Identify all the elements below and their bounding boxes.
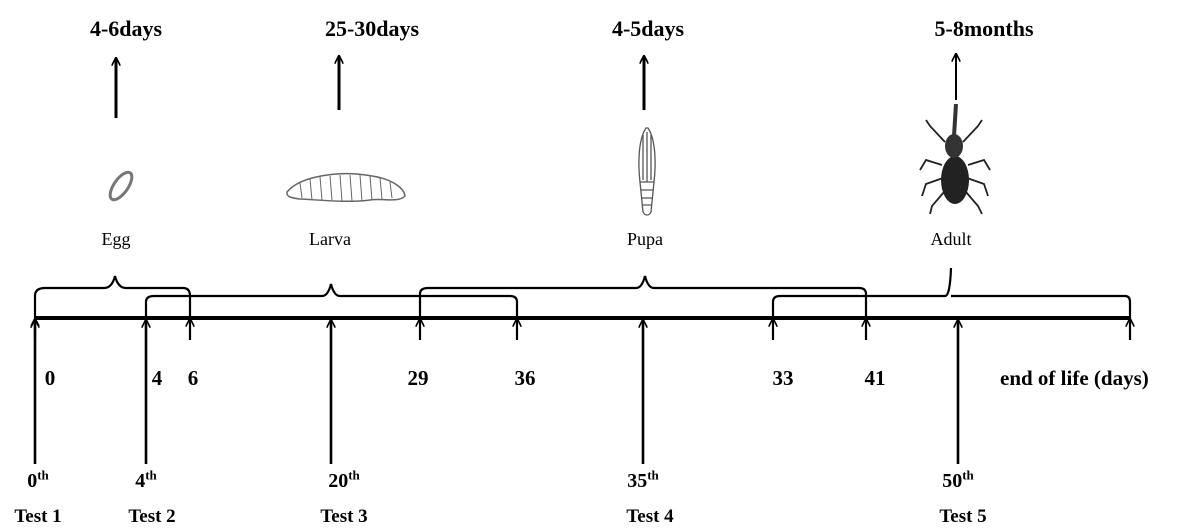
test-4-day: 35th	[627, 470, 659, 493]
test-4-label: Test 4	[626, 506, 673, 528]
pupa-icon	[639, 128, 655, 215]
adult-duration-label: 5-8months	[934, 16, 1033, 42]
larva-stage-label: Larva	[309, 229, 351, 250]
test-3-day: 20th	[328, 470, 360, 493]
test-5-day: 50th	[942, 470, 974, 493]
larva-icon	[287, 174, 405, 202]
day-29-label: 29	[408, 366, 429, 391]
end-of-life-label: end of life (days)	[1000, 366, 1149, 391]
test-2-day: 4th	[135, 470, 157, 493]
egg-icon	[106, 169, 136, 203]
day-0-label: 0	[45, 366, 56, 391]
adult-weevil-icon	[920, 104, 990, 214]
test-1-day: 0th	[27, 470, 49, 493]
test-3-label: Test 3	[320, 506, 367, 528]
test-1-label: Test 1	[14, 506, 61, 528]
pupa-stage-label: Pupa	[627, 229, 663, 250]
pupa-duration-label: 4-5days	[612, 16, 684, 42]
test-2-label: Test 2	[128, 506, 175, 528]
adult-bracket	[773, 268, 1130, 318]
day-41-label: 41	[865, 366, 886, 391]
test-5-label: Test 5	[939, 506, 986, 528]
egg-stage-label: Egg	[102, 229, 131, 250]
day-6-label: 6	[188, 366, 199, 391]
day-36-label: 36	[515, 366, 536, 391]
egg-duration-label: 4-6days	[90, 16, 162, 42]
day-33-label: 33	[773, 366, 794, 391]
adult-stage-label: Adult	[930, 229, 971, 250]
larva-duration-label: 25-30days	[325, 16, 419, 42]
day-4-label: 4	[152, 366, 163, 391]
